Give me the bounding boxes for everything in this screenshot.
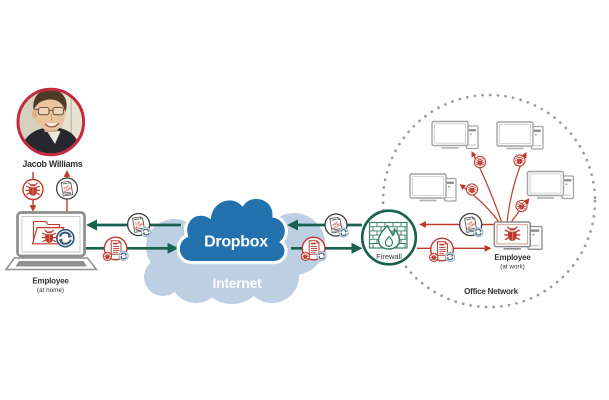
home-laptop [4,211,99,271]
attacker-exchange [22,170,79,212]
dropbox-sync-icon [55,228,75,248]
firewall: Firewall [360,209,418,266]
secret-doc-sync-icon [128,214,151,237]
flame-icon [377,224,401,250]
work-employee-sublabel: (at work) [500,263,525,270]
workstation-2 [496,121,544,151]
secret-doc-sync-icon [325,214,348,237]
spread-arrow-topright [506,151,527,224]
dropbox-label: Dropbox [204,234,268,251]
spread-bug-icon [514,155,525,166]
infected-doc-sync-icon [430,238,455,261]
attacker-photo [16,87,86,157]
attacker-name: Jacob Williams [23,159,83,169]
home-employee-sublabel: (at home) [37,287,64,294]
perimeter-arrows [417,221,494,252]
dropbox-cloud [176,195,288,265]
office-network-label: Office Network [464,287,518,296]
spread-bug-icon [466,184,477,195]
spread-bug-icon [474,156,485,167]
internet-label: Internet [213,275,263,291]
infected-doc-sync-icon [301,237,326,260]
secret-doc-sync-icon [460,214,483,237]
workstation-3 [409,173,457,203]
workstation-1 [431,120,479,150]
secret-doc-icon [55,177,79,200]
malware-icon [22,178,44,201]
infected-doc-sync-icon [103,237,128,260]
workstation-4 [526,170,575,200]
work-computer [493,221,543,250]
home-employee-label: Employee [32,277,69,286]
office-network-boundary [381,93,597,309]
firewall-label: Firewall [376,252,402,261]
spread-bug-icon [516,200,527,211]
work-employee-label: Employee [494,253,531,262]
